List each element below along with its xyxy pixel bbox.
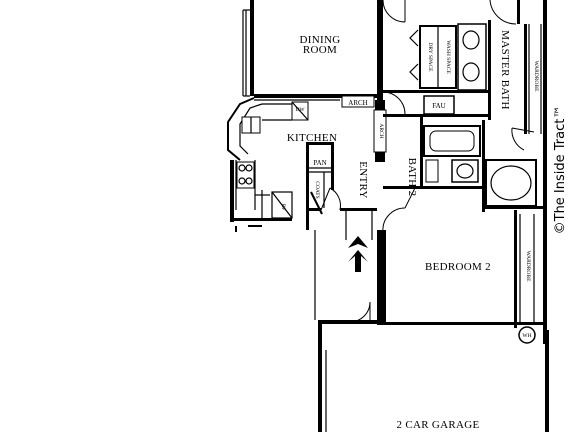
pantry-label: PAN — [313, 159, 326, 167]
dining-room-walls — [242, 0, 254, 97]
arch-top-label: ARCH — [348, 99, 367, 107]
copyright-text: ©The Inside Tract™ — [553, 106, 568, 235]
bedroom-2-area — [383, 210, 547, 344]
dining-room-label-line1: DINING — [300, 34, 341, 46]
wash-space-label: WASH SPACE — [445, 40, 451, 74]
arch-side-label: ARCH — [378, 123, 384, 138]
garage-label: 2 CAR GARAGE — [396, 419, 479, 431]
bath-2-label: BATH 2 — [406, 158, 418, 197]
wh-label: WH — [522, 333, 531, 339]
dining-room-label-line2: ROOM — [303, 44, 337, 56]
entry-label: ENTRY — [357, 161, 369, 199]
coats-label: COATS — [314, 181, 320, 198]
kitchen-label: KITCHEN — [287, 132, 337, 144]
kitchen-area — [227, 94, 378, 232]
wardrobe-upper-label: WARDROBE — [533, 61, 539, 93]
dw-label: DW — [295, 107, 305, 113]
bedroom-2-label: BEDROOM 2 — [425, 261, 491, 273]
ref-label: RF — [280, 204, 286, 211]
wardrobe-lower-label: WARDROBE — [525, 251, 531, 283]
garage-area — [314, 230, 549, 432]
master-bath-area — [382, 0, 547, 344]
dry-space-label: DRY SPACE — [427, 42, 433, 72]
entry-area — [306, 142, 377, 272]
master-bath-label: MASTER BATH — [499, 30, 511, 109]
fau-label: FAU — [432, 102, 445, 110]
bath-area — [382, 91, 543, 233]
